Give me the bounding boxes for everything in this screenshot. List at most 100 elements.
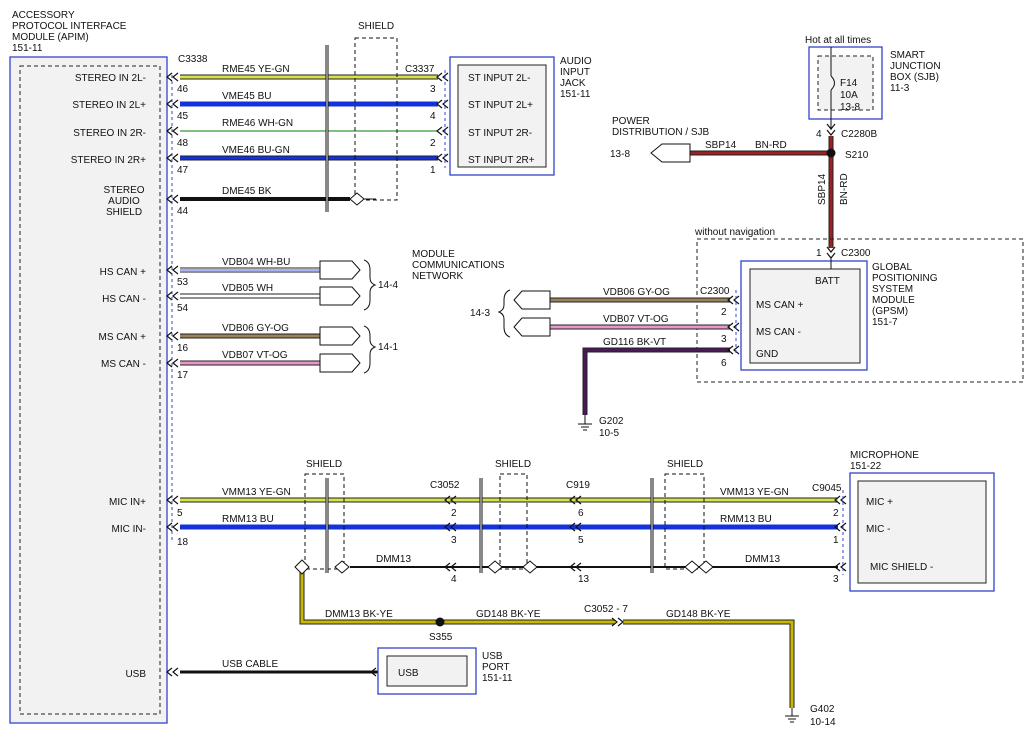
gpsm-pin-2: 2 [721, 307, 727, 318]
wire-label-vdb07: VDB07 VT-OG [222, 350, 288, 361]
pin-number-47: 47 [177, 165, 189, 176]
wire-label-vdb04: VDB04 WH-BU [222, 257, 290, 268]
wire-label-rmm13-right: RMM13 BU [720, 514, 772, 525]
ground-g402-ref: 10-14 [810, 717, 836, 728]
splice-s355: S355 [429, 632, 453, 643]
pin-number-5: 5 [177, 508, 183, 519]
mcn-title-1: MODULE [412, 249, 455, 260]
gpsm-ms-can-plus: MS CAN + [756, 300, 804, 311]
gpsm-ms-can-minus: MS CAN - [756, 327, 801, 338]
gpsm-title-2: POSITIONING [872, 273, 938, 284]
wire-label-gd148-left: GD148 BK-YE [476, 609, 541, 620]
ground-g202-ref: 10-5 [599, 428, 619, 439]
audio-input-jack: ST INPUT 2L- ST INPUT 2L+ ST INPUT 2R- S… [436, 56, 555, 176]
apim-title-line2: PROTOCOL INTERFACE [12, 21, 127, 32]
mic-pin-1: 1 [833, 535, 839, 546]
microphone-module: MIC + MIC - MIC SHIELD - [849, 472, 995, 592]
wire-label-bnrd-h: BN-RD [755, 140, 787, 151]
pin-label-ms-can-plus: MS CAN + [98, 332, 146, 343]
power-dist-title-2: DISTRIBUTION / SJB [612, 127, 710, 138]
wire-label-vme45: VME45 BU [222, 91, 271, 102]
c3052-pin-2: 2 [451, 508, 457, 519]
gpsm-batt: BATT [815, 276, 840, 287]
c919-pin-13: 13 [578, 574, 590, 585]
jack-pin-number-3: 3 [430, 84, 436, 95]
pin-number-53: 53 [177, 277, 189, 288]
usb-port-inner-label: USB [398, 668, 419, 679]
wire-label-vmm13-right: VMM13 YE-GN [720, 487, 789, 498]
pin-number-18: 18 [177, 537, 189, 548]
mic-pin-2: 2 [833, 508, 839, 519]
jack-pin-number-2: 2 [430, 138, 436, 149]
pin-label-mic-in-minus: MIC IN- [112, 524, 146, 535]
microphone-title-2: 151-22 [850, 461, 882, 472]
microphone-title-1: MICROPHONE [850, 450, 919, 461]
connector-c3337: C3337 [405, 64, 435, 75]
wire-label-gd116: GD116 BK-VT [603, 337, 666, 348]
jack-pin-number-1: 1 [430, 165, 436, 176]
gpsm-wires [497, 289, 740, 431]
power-wires [650, 136, 836, 259]
pin-number-45: 45 [177, 111, 189, 122]
shield-label-stereo: SHIELD [358, 21, 394, 32]
gpsm-module: BATT MS CAN + MS CAN - GND [740, 258, 868, 371]
wire-label-gd148-right: GD148 BK-YE [666, 609, 731, 620]
pin-label-shield-2: AUDIO [108, 196, 140, 207]
pin-label-shield-3: SHIELD [106, 207, 142, 218]
wire-label-sbp14-v: SBP14 [817, 173, 828, 205]
wire-label-gps-vdb06: VDB06 GY-OG [603, 287, 670, 298]
usb-port-module: USB [377, 647, 477, 695]
wire-label-dme45: DME45 BK [222, 186, 272, 197]
stereo-wires [180, 74, 438, 201]
usb-wire [180, 667, 383, 677]
gpsm-pin-3: 3 [721, 334, 727, 345]
audio-jack-title-2: INPUT [560, 67, 590, 78]
mic-minus-label: MIC - [866, 524, 890, 535]
pin-label-mic-in-plus: MIC IN+ [109, 497, 146, 508]
usb-port-title-2: PORT [482, 662, 510, 673]
sjb-title-2: JUNCTION [890, 61, 941, 72]
audio-jack-title-4: 151-11 [560, 89, 591, 100]
shield-label-mic-2: SHIELD [495, 459, 531, 470]
pin-label-usb: USB [125, 669, 146, 680]
mic-plus-label: MIC + [866, 497, 893, 508]
wire-label-vdb06: VDB06 GY-OG [222, 323, 289, 334]
connector-c2280b: C2280B [841, 129, 877, 140]
c919-pin-5: 5 [578, 535, 584, 546]
gpsm-optional-boundary [696, 238, 1024, 383]
wire-label-dmm13-bkye: DMM13 BK-YE [325, 609, 393, 620]
pin-number-54: 54 [177, 303, 189, 314]
audio-jack-title-3: JACK [560, 78, 586, 89]
ref-14-1: 14-1 [378, 342, 398, 353]
apim-title-line1: ACCESSORY [12, 10, 75, 21]
without-navigation: without navigation [694, 227, 775, 238]
gpsm-gnd: GND [756, 349, 778, 360]
connector-c9045: C9045 [812, 483, 842, 494]
pin-label-stereo-in-2r-plus: STEREO IN 2R+ [71, 155, 146, 166]
can-wires [180, 259, 377, 374]
connector-c3052: C3052 [430, 480, 460, 491]
mic-pin-3: 3 [833, 574, 839, 585]
jack-pin-4: ST INPUT 2R+ [468, 155, 535, 166]
gpsm-title-6: 151-7 [872, 317, 898, 328]
jack-pin-1: ST INPUT 2L- [468, 73, 530, 84]
c3052-pin-4: 4 [451, 574, 457, 585]
smart-junction-box: F14 10A 13-8 [808, 46, 883, 136]
apim-module: ACCESSORY PROTOCOL INTERFACE MODULE (API… [9, 10, 168, 724]
gpsm-title-1: GLOBAL [872, 262, 912, 273]
gpsm-pin-6: 6 [721, 358, 727, 369]
wire-label-usb-cable: USB CABLE [222, 659, 278, 670]
wire-label-rmm13-left: RMM13 BU [222, 514, 274, 525]
gpsm-pin-1: 1 [816, 248, 822, 259]
apim-title-line4: 151-11 [12, 43, 43, 54]
mcn-title-2: COMMUNICATIONS [412, 260, 505, 271]
gpsm-title-4: MODULE [872, 295, 915, 306]
mcn-title-3: NETWORK [412, 271, 463, 282]
sjb-title-4: 11-3 [890, 83, 910, 94]
ground-g202: G202 [599, 416, 624, 427]
connector-c3052-7: C3052 - 7 [584, 604, 628, 615]
apim-pin-arrows [166, 72, 179, 677]
ground-g402: G402 [810, 704, 835, 715]
c3052-pin-3: 3 [451, 535, 457, 546]
